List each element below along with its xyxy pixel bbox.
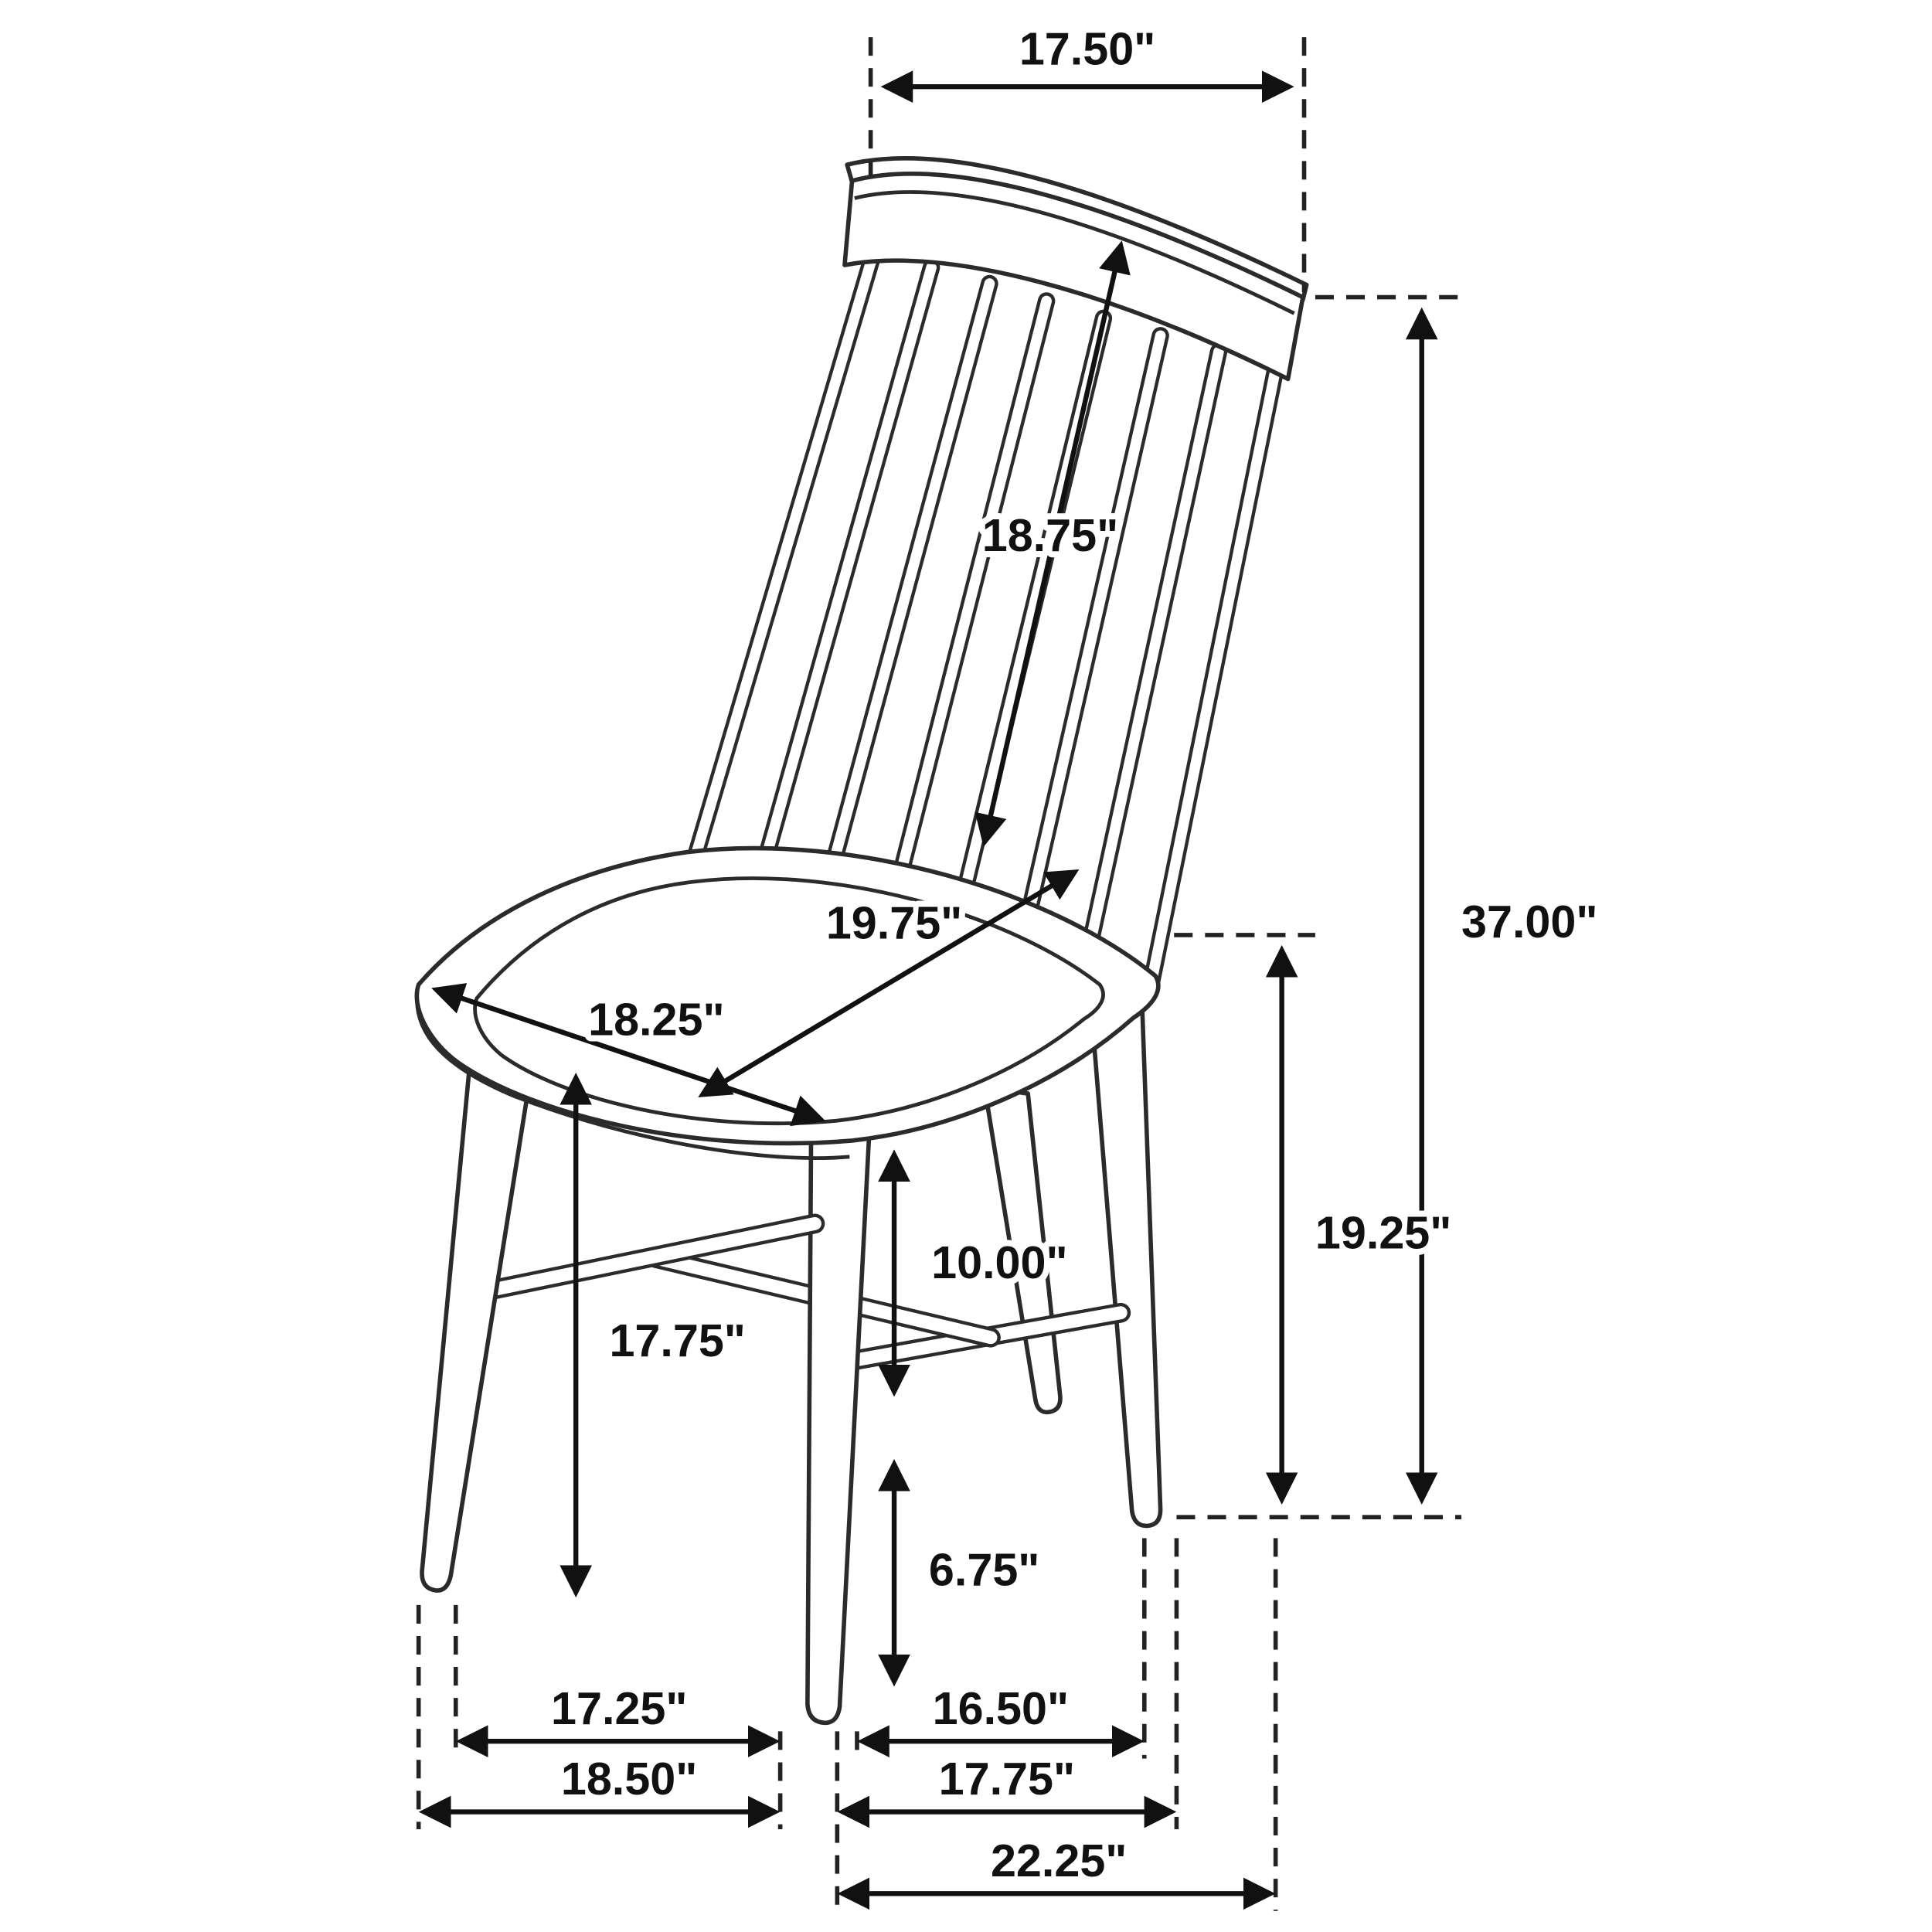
spindle xyxy=(687,241,883,863)
right-rear-leg xyxy=(1087,988,1163,1529)
spindle xyxy=(817,274,998,900)
dim-label-seat-depth: 19.75" xyxy=(826,897,962,949)
dimension-front-width-outer: 18.50" xyxy=(418,1747,781,1828)
dim-label-underseat-clearance: 17.75" xyxy=(609,1315,745,1366)
dim-label-seat-to-stretcher: 10.00" xyxy=(931,1236,1067,1288)
dimension-backrest-length: 18.75" xyxy=(975,240,1131,847)
dimension-side-leg-spacing-inner: 16.50" xyxy=(857,1676,1145,1758)
dimension-annotations: 17.50" 18.75" 37.00" 19.75" 18.25" 19.25… xyxy=(418,16,1604,1910)
left-stretcher xyxy=(479,1213,825,1301)
spindle xyxy=(1077,342,1228,971)
dim-label-seat-width: 18.25" xyxy=(588,994,724,1046)
dim-label-overall-height: 37.00" xyxy=(1461,896,1597,947)
spindle xyxy=(753,258,940,883)
dimension-seat-width: 18.25" xyxy=(431,983,826,1127)
dim-label-stretcher-to-floor: 6.75" xyxy=(929,1543,1040,1595)
dimension-seat-depth: 19.75" xyxy=(698,869,1080,1097)
dim-label-crest-rail-width: 17.50" xyxy=(1019,22,1155,74)
back-spindles xyxy=(687,241,1284,990)
dimension-overall-depth: 22.25" xyxy=(837,1828,1276,1910)
dimension-overall-height: 37.00" xyxy=(1405,307,1604,1505)
dimension-stretcher-to-floor: 6.75" xyxy=(878,1458,1046,1687)
seat xyxy=(414,845,1161,1161)
dimension-seat-to-stretcher: 10.00" xyxy=(878,1149,1074,1397)
dim-label-backrest-length: 18.75" xyxy=(982,509,1118,561)
spindle xyxy=(1143,360,1284,990)
front-left-leg xyxy=(420,1053,535,1593)
dim-label-side-depth-outer: 17.75" xyxy=(939,1753,1075,1804)
dimension-front-leg-spacing-inner: 17.25" xyxy=(455,1676,781,1758)
dim-label-front-width-outer: 18.50" xyxy=(561,1753,697,1804)
front-right-leg xyxy=(805,1118,872,1725)
extension-lines xyxy=(416,37,1462,1911)
dimension-seat-height: 19.25" xyxy=(1265,944,1458,1505)
spindle xyxy=(1012,327,1169,954)
dimension-side-depth-outer: 17.75" xyxy=(837,1747,1177,1828)
dim-label-front-leg-spacing-inner: 17.25" xyxy=(551,1682,687,1734)
dim-label-side-leg-spacing-inner: 16.50" xyxy=(933,1682,1069,1734)
dimension-crest-rail-width: 17.50" xyxy=(880,16,1294,104)
dim-label-overall-depth: 22.25" xyxy=(991,1835,1127,1886)
dim-label-seat-height: 19.25" xyxy=(1315,1206,1451,1258)
dimension-underseat-clearance: 17.75" xyxy=(560,1072,752,1598)
